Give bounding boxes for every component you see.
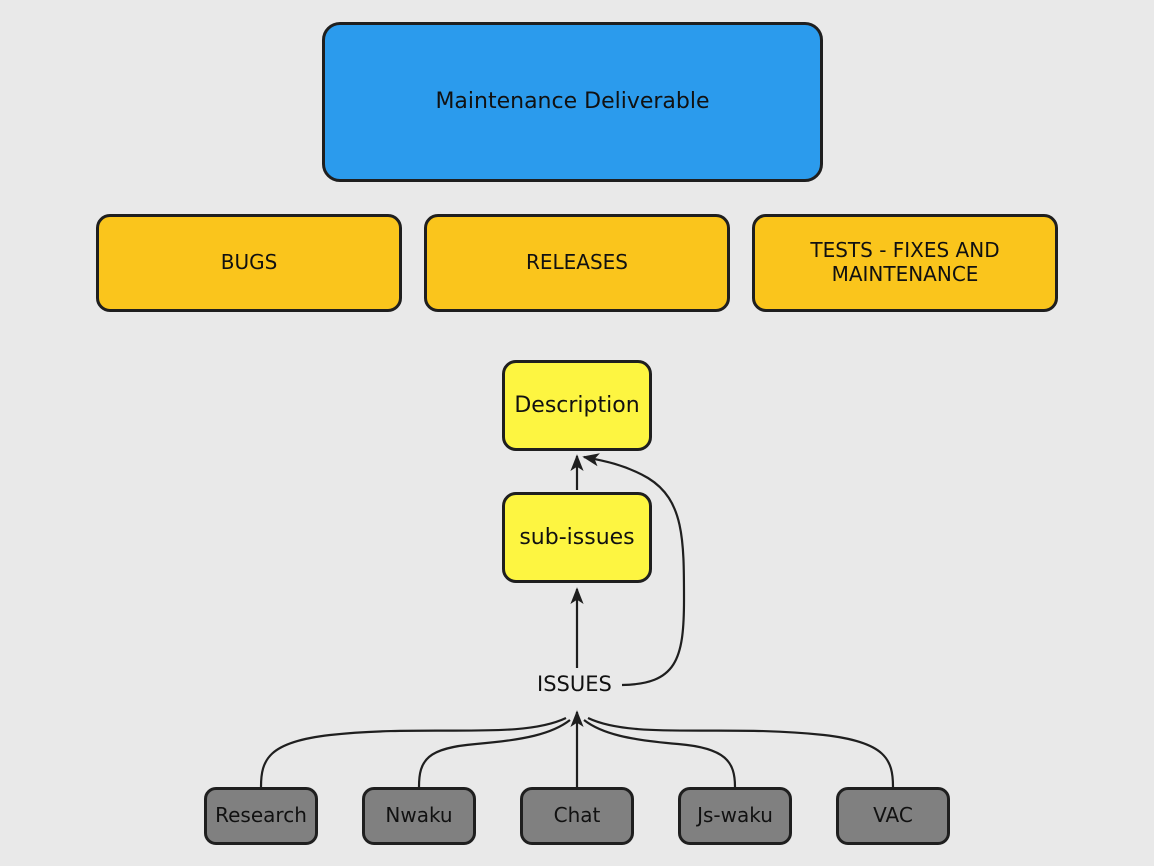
node-maintenance-deliverable[interactable]: Maintenance Deliverable bbox=[322, 22, 823, 182]
node-vac[interactable]: VAC bbox=[836, 787, 950, 845]
node-chat[interactable]: Chat bbox=[520, 787, 634, 845]
node-js-waku[interactable]: Js-waku bbox=[678, 787, 792, 845]
node-label-bugs: BUGS bbox=[220, 250, 278, 275]
edge-vac-to-issues bbox=[587, 717, 895, 788]
node-label-maintenance-deliverable: Maintenance Deliverable bbox=[435, 89, 710, 115]
node-label-releases: RELEASES bbox=[525, 250, 629, 275]
node-label-research: Research bbox=[215, 803, 307, 828]
node-nwaku[interactable]: Nwaku bbox=[362, 787, 476, 845]
node-bugs[interactable]: BUGS bbox=[96, 214, 402, 312]
node-label-vac: VAC bbox=[873, 803, 913, 828]
edge-label-issues: ISSUES bbox=[535, 672, 614, 696]
node-label-tests-fixes-and-maintenance: TESTS - FIXES AND MAINTENANCE bbox=[810, 238, 1000, 286]
node-description[interactable]: Description bbox=[502, 360, 652, 451]
node-releases[interactable]: RELEASES bbox=[424, 214, 730, 312]
node-label-sub-issues: sub-issues bbox=[519, 524, 635, 550]
node-label-js-waku: Js-waku bbox=[697, 803, 773, 828]
edge-research-to-issues bbox=[259, 717, 567, 788]
node-label-nwaku: Nwaku bbox=[385, 803, 453, 828]
node-tests-fixes-and-maintenance[interactable]: TESTS - FIXES AND MAINTENANCE bbox=[752, 214, 1058, 312]
edge-nwaku-to-issues bbox=[417, 719, 571, 788]
node-research[interactable]: Research bbox=[204, 787, 318, 845]
edge-jswaku-to-issues bbox=[583, 719, 737, 788]
node-sub-issues[interactable]: sub-issues bbox=[502, 492, 652, 583]
node-label-chat: Chat bbox=[553, 803, 601, 828]
node-label-description: Description bbox=[514, 392, 640, 418]
